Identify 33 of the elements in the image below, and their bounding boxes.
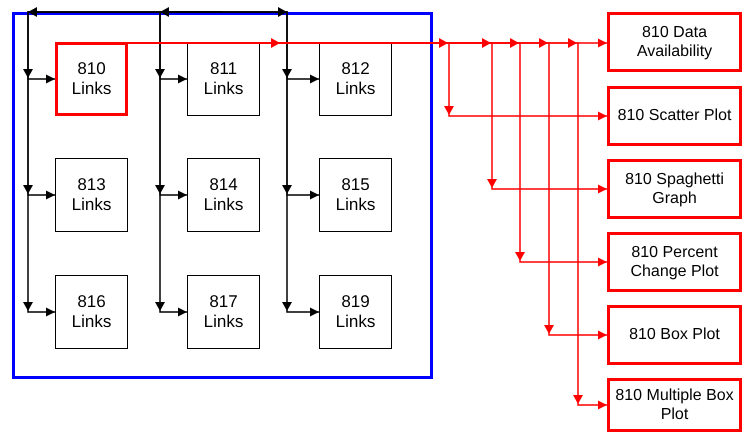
node-label: 817 Links bbox=[202, 292, 244, 332]
process-box bbox=[55, 275, 128, 349]
node-label: 810 Spaghetti Graph bbox=[624, 170, 725, 208]
node-label: 819 Links bbox=[334, 292, 376, 332]
connector-arrow bbox=[159, 11, 222, 316]
node-label: 811 Links bbox=[202, 58, 244, 100]
process-box bbox=[55, 42, 128, 116]
process-box bbox=[319, 42, 392, 116]
output-box bbox=[607, 159, 742, 219]
node-label: 810 Data Availability bbox=[636, 22, 714, 62]
node-label: 812 Links bbox=[334, 58, 376, 100]
node-label: 810 Box Plot bbox=[629, 325, 720, 345]
process-box bbox=[319, 158, 392, 232]
output-box bbox=[607, 86, 742, 146]
process-box bbox=[187, 158, 260, 232]
output-box bbox=[607, 378, 742, 432]
connector-arrow bbox=[222, 11, 319, 316]
process-box bbox=[187, 42, 260, 116]
node-label: 813 Links bbox=[70, 174, 112, 216]
node-label: 810 Links bbox=[70, 58, 112, 100]
node-label: 814 Links bbox=[202, 174, 244, 216]
output-box bbox=[607, 12, 742, 72]
node-label: 815 Links bbox=[334, 174, 376, 216]
output-box bbox=[607, 305, 742, 365]
process-box bbox=[319, 275, 392, 349]
node-label: 810 Multiple Box Plot bbox=[614, 386, 735, 424]
process-box bbox=[55, 158, 128, 232]
node-label: 810 Percent Change Plot bbox=[629, 242, 720, 282]
group-frame bbox=[12, 12, 433, 379]
node-label: 816 Links bbox=[70, 292, 112, 332]
output-box bbox=[607, 232, 742, 292]
node-label: 810 Scatter Plot bbox=[618, 106, 732, 126]
process-box bbox=[187, 275, 260, 349]
